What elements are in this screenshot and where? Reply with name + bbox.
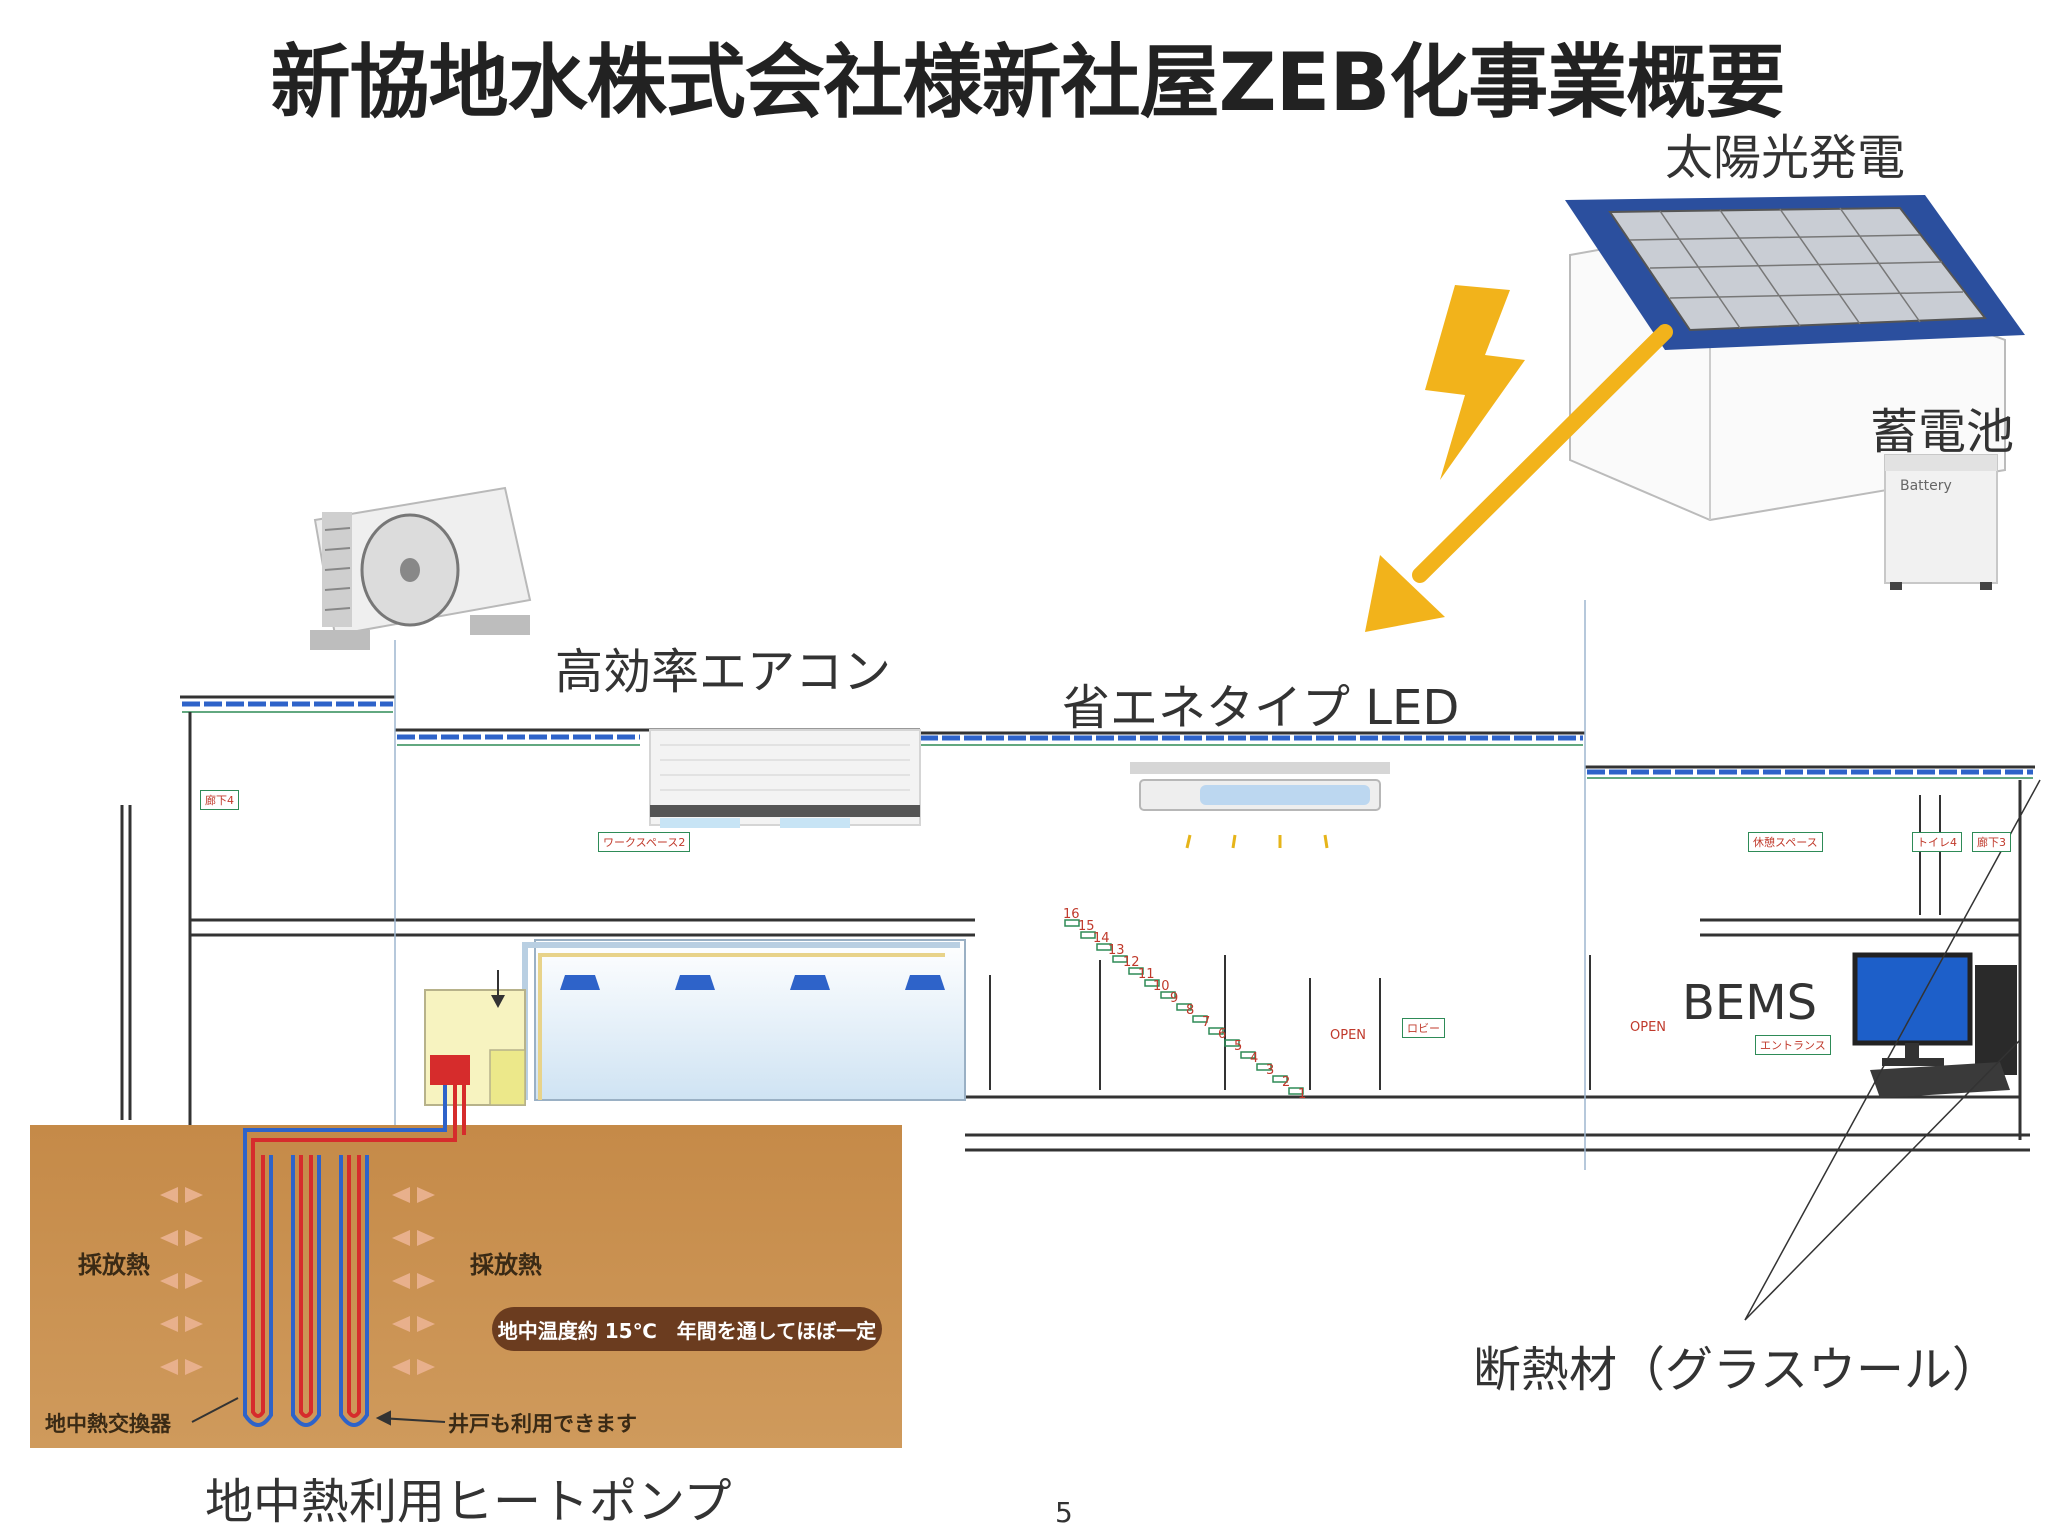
stair-number: 8	[1186, 1003, 1195, 1018]
room-tag-corridor3: 廊下3	[1972, 832, 2011, 852]
indoor-ac-unit	[649, 729, 921, 828]
lightning-bolt-icon	[1425, 285, 1525, 480]
heat-exchange-right: 採放熱	[470, 1251, 542, 1279]
conditioned-room	[522, 939, 966, 1101]
heat-pump-unit	[424, 970, 526, 1106]
ground-temperature-note: 地中温度約 15℃ 年間を通してほぼ一定	[492, 1307, 882, 1351]
led-fixture	[1130, 762, 1390, 849]
room-tag-entrance: エントランス	[1755, 1035, 1831, 1055]
house-with-solar-panel	[1565, 195, 2025, 522]
page-number: 5	[1055, 1496, 1073, 1529]
label-high-efficiency-aircon: 高効率エアコン	[555, 644, 892, 700]
stair-number: 13	[1108, 943, 1125, 958]
staircase	[1064, 919, 1304, 1095]
stair-number: 2	[1282, 1075, 1291, 1090]
bems-computer	[1852, 952, 2017, 1098]
room-tag-toilet: トイレ4	[1912, 832, 1962, 852]
battery-unit	[1884, 454, 1998, 590]
power-arrow-icon	[1365, 324, 1673, 632]
battery-plate-text: Battery	[1900, 478, 1952, 494]
room-tag-corridor4: 廊下4	[200, 790, 239, 810]
stair-number: 3	[1266, 1063, 1275, 1078]
stair-number: 7	[1202, 1015, 1211, 1030]
label-solar-power: 太陽光発電	[1665, 130, 1906, 186]
stair-number: 14	[1093, 931, 1110, 946]
room-tag-workspace: ワークスペース2	[598, 832, 691, 852]
stair-number: 10	[1153, 979, 1170, 994]
stair-number: 11	[1138, 967, 1155, 982]
heat-flow-arrows	[160, 1187, 435, 1375]
stair-number: 15	[1078, 919, 1095, 934]
label-geothermal-heat-pump: 地中熱利用ヒートポンプ	[205, 1474, 732, 1530]
stair-number: 9	[1170, 991, 1179, 1006]
open-label-1: OPEN	[1330, 1028, 1367, 1043]
stair-number: 6	[1218, 1027, 1227, 1042]
outdoor-ac-unit	[310, 486, 532, 650]
label-bems: BEMS	[1682, 975, 1818, 1031]
room-tag-lobby: ロビー	[1402, 1018, 1445, 1038]
stair-number: 4	[1250, 1051, 1259, 1066]
well-usable-label: 井戸も利用できます	[448, 1412, 637, 1436]
stair-number: 1	[1298, 1087, 1307, 1102]
label-energy-saving-led: 省エネタイプ LED	[1062, 680, 1460, 736]
ground-block	[30, 1125, 902, 1448]
label-battery: 蓄電池	[1870, 404, 2015, 460]
building-section	[120, 695, 2035, 1152]
page-title: 新協地水株式会社様新社屋ZEB化事業概要	[270, 36, 1786, 129]
stair-number: 12	[1123, 955, 1140, 970]
heat-exchange-left: 採放熱	[78, 1251, 150, 1279]
room-tag-rest-space: 休憩スペース	[1748, 832, 1823, 852]
label-insulation: 断熱材（グラスウール）	[1473, 1342, 2001, 1398]
stair-number: 16	[1063, 907, 1080, 922]
ground-heat-exchanger-pipes	[243, 1085, 466, 1427]
open-label-2: OPEN	[1630, 1020, 1667, 1035]
ground-exchanger-label: 地中熱交換器	[45, 1412, 171, 1436]
stair-number: 5	[1234, 1039, 1243, 1054]
